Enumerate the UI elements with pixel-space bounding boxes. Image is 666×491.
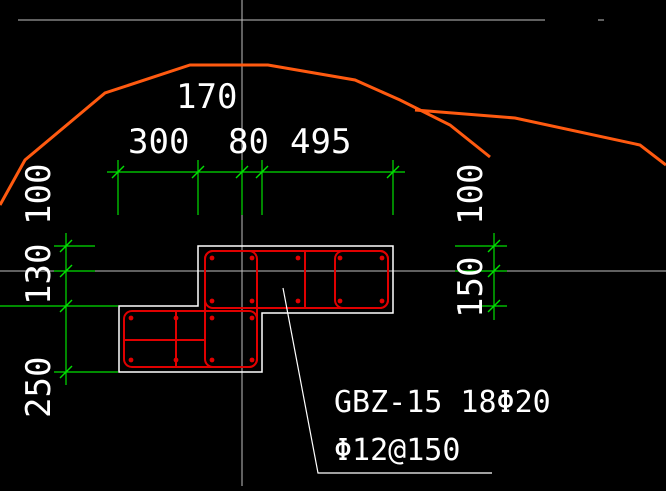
stirrup-end: [334, 250, 389, 309]
rebar-bar-4: [337, 255, 343, 261]
rebar-bar-2: [249, 255, 255, 261]
rebar-bar-12: [173, 315, 179, 321]
rebar-layout[interactable]: [123, 250, 389, 368]
rebar-bar-17: [209, 357, 215, 363]
rebar-bar-5: [379, 255, 385, 261]
dim-text-top-overall: 170: [176, 77, 237, 117]
rebar-bar-14: [249, 315, 255, 321]
dim-text-right-upper: 100: [451, 164, 491, 225]
rebar-bar-3: [295, 255, 301, 261]
rebar-bar-9: [337, 298, 343, 304]
dim-text-left-upper: 100: [19, 164, 59, 225]
rebar-bar-18: [249, 357, 255, 363]
stirrup-junction: [204, 250, 258, 368]
contour-line-left: [0, 63, 491, 206]
column-label[interactable]: GBZ-15 18Φ20 Φ12@150: [334, 385, 551, 468]
column-outline[interactable]: [118, 245, 394, 373]
dimension-lines: [0, 160, 507, 385]
dimension-texts: 170 300 80 495 100 130 250 100 150: [19, 77, 491, 418]
rebar-bar-11: [128, 315, 134, 321]
dim-text-right-lower: 150: [451, 257, 491, 318]
rebar-bar-10: [379, 298, 385, 304]
dim-text-left-lower: 250: [19, 357, 59, 418]
rebar-bar-7: [249, 298, 255, 304]
column-label-line2: Φ12@150: [334, 433, 460, 468]
contour-line-right: [414, 108, 666, 167]
rebar-bar-6: [209, 298, 215, 304]
column-label-line1: GBZ-15 18Φ20: [334, 385, 551, 420]
dim-text-top-seg2: 80: [228, 122, 269, 162]
rebar-bar-1: [209, 255, 215, 261]
dim-text-left-mid: 130: [19, 244, 59, 305]
rebar-bar-15: [128, 357, 134, 363]
longitudinal-bars: [128, 255, 385, 363]
terrain-contour: [0, 63, 666, 206]
dim-text-top-seg1: 300: [128, 122, 189, 162]
rebar-bar-13: [209, 315, 215, 321]
rebar-bar-16: [173, 357, 179, 363]
label-leader-line: [282, 287, 492, 474]
dim-text-top-seg3: 495: [290, 122, 351, 162]
rebar-bar-8: [295, 298, 301, 304]
